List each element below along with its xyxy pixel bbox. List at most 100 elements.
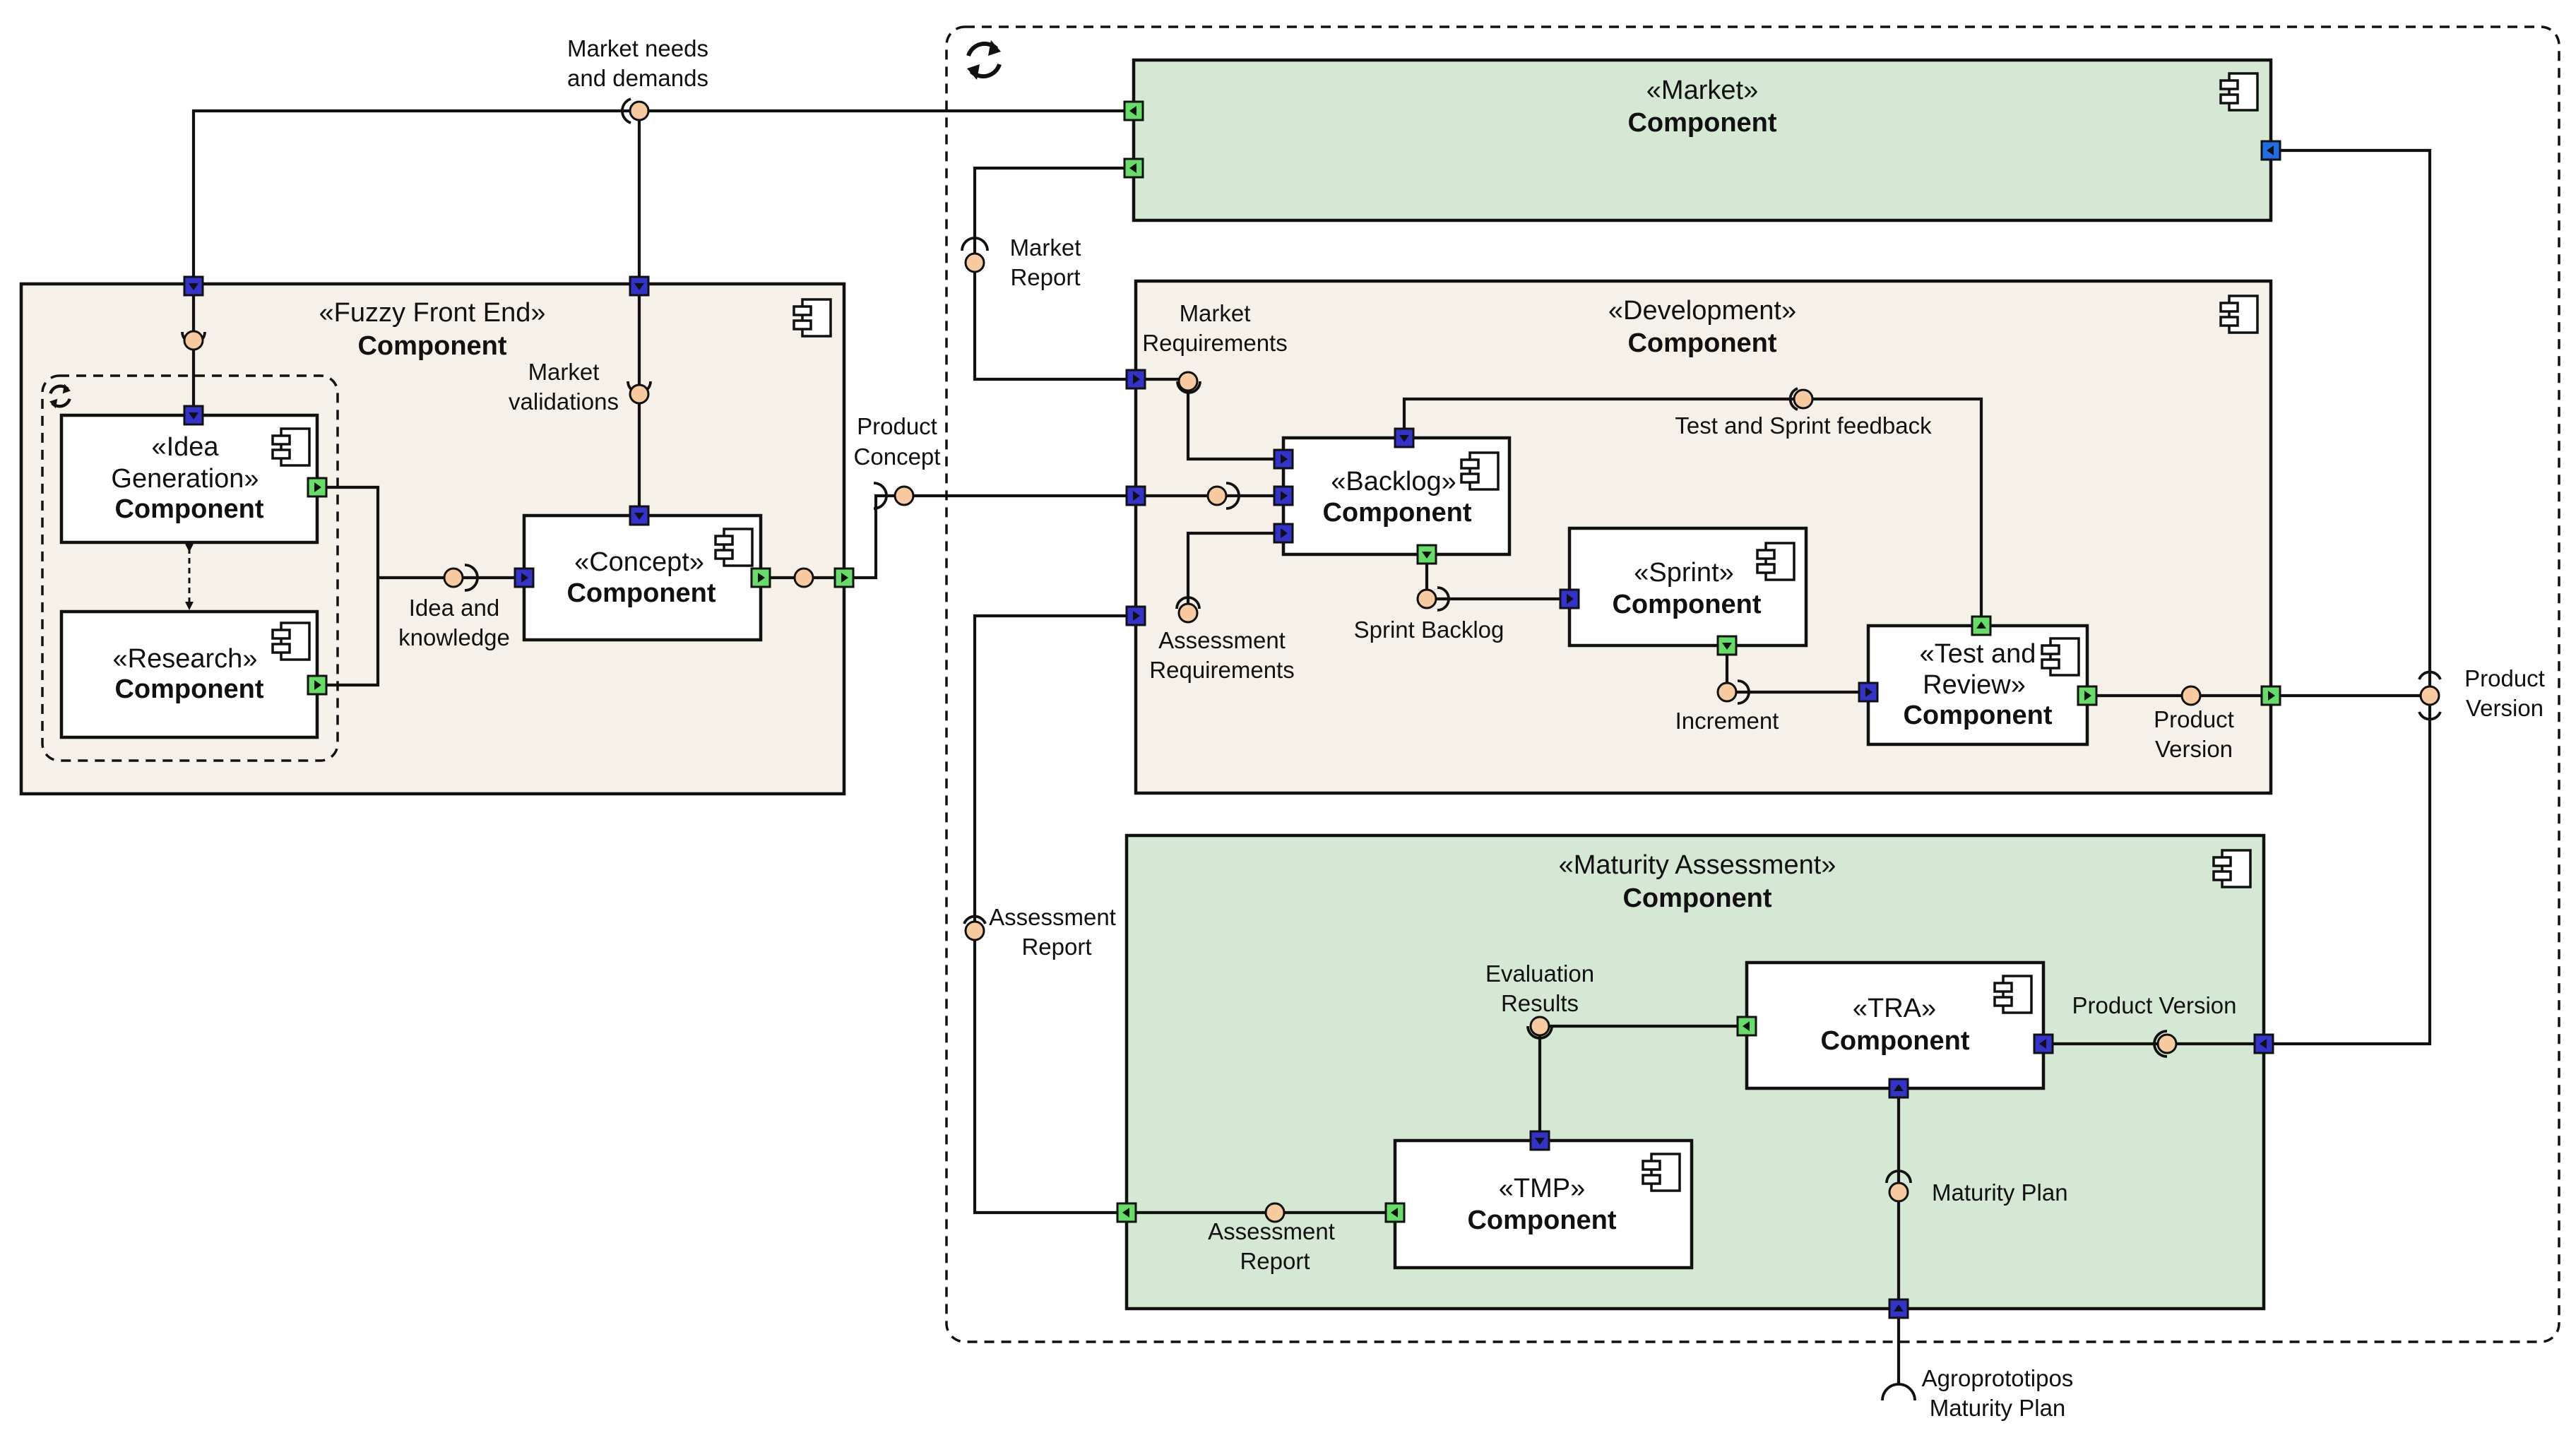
component-icon: [271, 621, 311, 661]
interface-ball: [2180, 685, 2202, 706]
interface-socket: [1175, 596, 1201, 609]
label-market-validations-1: Market: [528, 359, 600, 385]
port-right: [307, 477, 328, 498]
port-right: [833, 567, 855, 588]
label-idea-knowledge-1: Idea and: [409, 595, 499, 621]
port-up: [1888, 1078, 1909, 1099]
port-right: [1273, 485, 1294, 506]
connector-product-concept: [844, 494, 1136, 580]
component-icon: [2219, 72, 2259, 112]
component-icon: [2219, 294, 2259, 334]
interface-ball: [2156, 1033, 2178, 1054]
tra-box[interactable]: [1745, 960, 2046, 1090]
interface-ball: [1716, 682, 1738, 703]
test-review-stereotype-line2: Review»: [1923, 670, 2026, 700]
label-product-version-right-1: Product: [2464, 665, 2545, 691]
interface-socket: [873, 482, 888, 510]
interface-ball: [793, 567, 814, 588]
interface-socket: [1881, 1383, 1916, 1401]
interface-ball: [894, 485, 915, 506]
port-left: [1384, 1202, 1406, 1223]
port-right: [1125, 605, 1146, 626]
interface-ball: [1177, 371, 1199, 392]
component-icon: [1642, 1153, 1681, 1192]
port-left: [1736, 1016, 1757, 1037]
component-icon: [2041, 637, 2080, 677]
tra-name: Component: [1820, 1026, 1969, 1056]
label-assessment-requirements-2: Requirements: [1149, 657, 1294, 683]
development-stereotype: «Development»: [1608, 296, 1796, 326]
port-down: [183, 405, 204, 426]
port-left: [1123, 100, 1144, 121]
component-icon: [1993, 975, 2033, 1014]
label-assessment-report-inner-2: Report: [1240, 1248, 1310, 1274]
idea-stereotype-line1: «Idea: [151, 432, 219, 462]
idea-name: Component: [114, 494, 263, 524]
sprint-name: Component: [1612, 590, 1761, 619]
interface-socket: [2418, 711, 2442, 721]
label-evaluation-results-2: Results: [1501, 990, 1579, 1016]
label-product-version-right-2: Version: [2466, 695, 2544, 721]
component-icon: [793, 298, 832, 338]
refresh-icon: [966, 40, 1002, 80]
connector-test-sprint-feedback: [1402, 397, 1983, 626]
port-right: [1125, 369, 1146, 390]
refresh-icon: [49, 383, 71, 409]
tmp-box[interactable]: [1393, 1138, 1694, 1270]
interface-socket: [621, 97, 631, 124]
interface-ball: [1177, 602, 1199, 624]
label-market-needs-2: and demands: [567, 65, 708, 91]
interface-ball: [1793, 388, 1814, 410]
port-down: [1529, 1130, 1550, 1151]
port-down: [1394, 427, 1415, 448]
port-up: [1888, 1298, 1909, 1319]
interface-socket: [1437, 586, 1450, 612]
label-agroprototipos-1: Agroprototipos: [1922, 1365, 2074, 1391]
port-down: [629, 275, 650, 297]
interface-socket: [464, 564, 479, 592]
market-stereotype: «Market»: [1646, 76, 1758, 105]
label-assessment-report-inner-1: Assessment: [1208, 1218, 1335, 1244]
connector-assessment-report-left: [973, 614, 1136, 1215]
component-icon: [271, 427, 311, 467]
interface-socket: [1788, 387, 1798, 411]
sprint-stereotype: «Sprint»: [1634, 558, 1734, 588]
label-product-version-dev-1: Product: [2154, 706, 2234, 732]
interface-socket: [1526, 1025, 1553, 1040]
label-increment: Increment: [1675, 708, 1779, 734]
port-left: [2253, 1033, 2274, 1054]
interface-ball: [629, 100, 650, 121]
tra-stereotype: «TRA»: [1853, 994, 1936, 1023]
label-evaluation-results-1: Evaluation: [1485, 960, 1594, 987]
research-name: Component: [114, 674, 263, 704]
label-product-version-tra: Product Version: [2072, 992, 2237, 1018]
label-product-concept-2: Concept: [854, 444, 941, 470]
port-right: [1273, 523, 1294, 544]
maturity-assessment-box[interactable]: [1124, 833, 2266, 1311]
interface-ball: [443, 567, 464, 588]
development-loop-boundary: [945, 25, 2560, 1343]
port-right: [1125, 485, 1146, 506]
component-icon: [714, 528, 754, 567]
connector-market-needs-horizontal: [191, 109, 1134, 286]
label-market-requirements-2: Requirements: [1142, 330, 1287, 356]
label-assessment-requirements-1: Assessment: [1158, 627, 1286, 653]
interface-socket: [1885, 1170, 1912, 1184]
label-market-requirements-1: Market: [1180, 300, 1251, 326]
component-icon: [1756, 542, 1796, 581]
label-market-validations-2: validations: [509, 388, 619, 415]
interface-socket: [2153, 1030, 2168, 1058]
market-box[interactable]: [1132, 58, 2273, 222]
ports: [183, 100, 2281, 1319]
fuzzy-name: Component: [357, 331, 506, 361]
tmp-name: Component: [1467, 1206, 1616, 1235]
port-right: [514, 567, 535, 588]
port-down: [629, 505, 650, 526]
interface-ball: [964, 920, 985, 941]
port-down: [183, 275, 204, 297]
port-right: [307, 674, 328, 696]
interface-socket: [1176, 381, 1201, 394]
label-market-report-1: Market: [1010, 234, 1081, 261]
interface-socket: [2418, 670, 2442, 680]
interface-ball: [629, 383, 650, 405]
